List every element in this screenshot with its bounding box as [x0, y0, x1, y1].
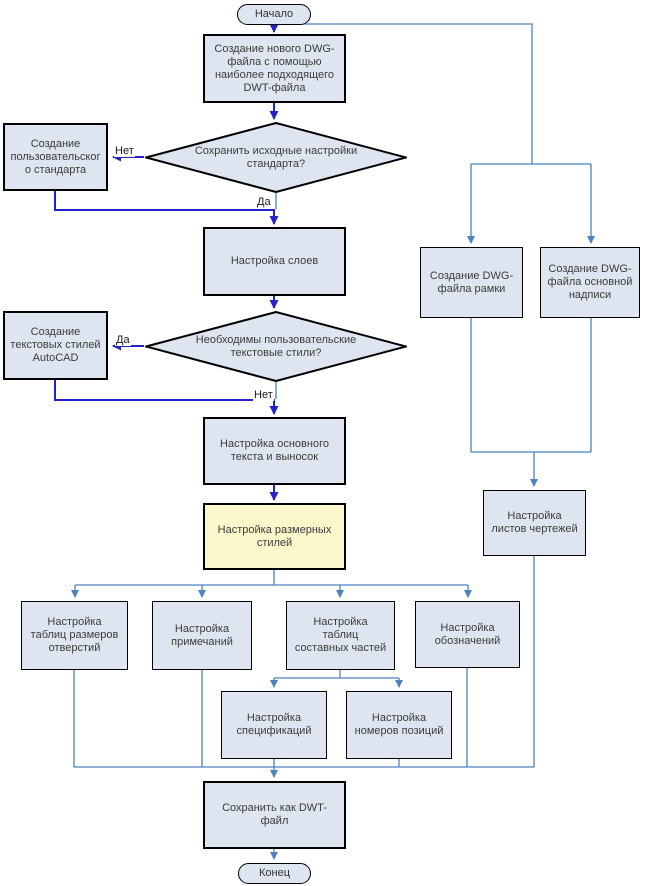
node-custom-standard: Создание пользовательског о стандарта: [3, 123, 108, 191]
node-dim-styles: Настройка размерных стилей: [203, 503, 346, 570]
node-main-text: Настройка основного текста и выносок: [203, 417, 346, 485]
node-notes: Настройка примечаний: [152, 601, 252, 670]
edge-label-yes-2: Да: [115, 334, 131, 346]
node-create-dwg: Создание нового DWG- файла с помощью наи…: [203, 34, 346, 103]
node-hole-tables: Настройка таблиц размеров отверстий: [21, 601, 128, 670]
node-item-numbers: Настройка номеров позиций: [346, 691, 452, 759]
diamond-shape: [145, 311, 407, 382]
edge-label-no-1: Нет: [114, 145, 135, 157]
node-parts-tables: Настройка таблиц составных частей: [286, 601, 395, 670]
node-specifications: Настройка спецификаций: [221, 691, 327, 759]
node-save-dwt: Сохранить как DWT- файл: [203, 781, 346, 849]
node-keep-standard-decision: Сохранить исходные настройки стандарта?: [145, 122, 407, 193]
edge-label-yes-1: Да: [256, 196, 272, 208]
node-need-text-styles-decision: Необходимы пользовательские текстовые ст…: [145, 311, 407, 382]
node-sheets: Настройка листов чертежей: [483, 490, 586, 556]
node-layers: Настройка слоев: [203, 227, 346, 296]
decision-label: Сохранить исходные настройки стандарта?: [194, 144, 358, 170]
node-end: Конец: [238, 863, 311, 884]
node-symbols: Настройка обозначений: [415, 601, 520, 668]
node-frame-dwg: Создание DWG- файла рамки: [420, 247, 523, 318]
fanout-connectors: [71, 570, 472, 688]
node-text-styles: Создание текстовых стилей AutoCAD: [3, 311, 108, 380]
node-titleblock-dwg: Создание DWG- файла основной надписи: [540, 247, 640, 318]
node-start: Начало: [237, 4, 311, 25]
edge-label-no-2: Нет: [253, 389, 274, 401]
decision-label: Необходимы пользовательские текстовые ст…: [195, 333, 357, 359]
diamond-shape: [145, 122, 407, 193]
